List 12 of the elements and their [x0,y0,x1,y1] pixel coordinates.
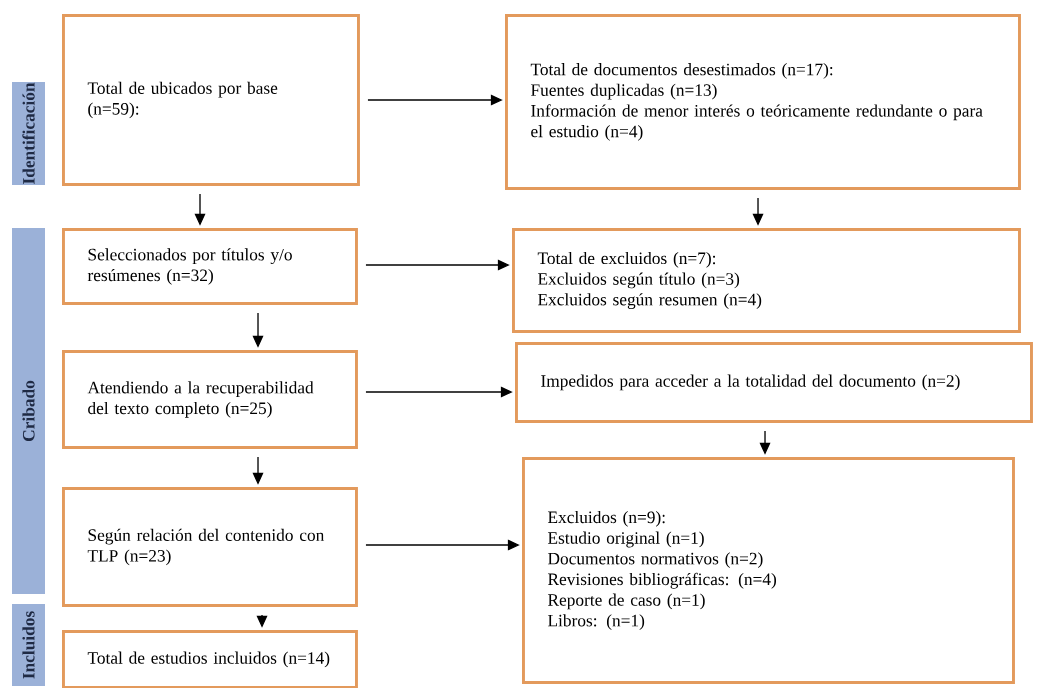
stage-band: Cribado [12,228,45,594]
process-box: Impedidos para acceder a la totalidad del documento (n=2) [515,342,1033,423]
process-box: Seleccionados por títulos y/o resúmenes (n=32) [62,228,358,305]
process-box: Según relación del contenido con TLP (n=23) [62,487,358,607]
process-box: Total de excluidos (n=7): Excluidos según título (n=3) Excluidos según resumen (n=4) [512,228,1021,333]
process-box: Total de documentos desestimados (n=17): Fuentes duplicadas (n=13) Información de menor interés o teóricamente redundante o para el estudio (n=4) [505,14,1021,190]
process-box: Excluidos (n=9): Estudio original (n=1) Documentos normativos (n=2) Revisiones bibliográficas: (n=4) Reporte de caso (n=1) Libros: (n=1) [522,457,1015,684]
process-box: Atendiendo a la recuperabilidad del texto completo (n=25) [62,350,358,449]
stage-band: Identificación [12,82,45,185]
process-box: Total de ubicados por base (n=59): [62,14,360,186]
stage-band: Incluidos [12,604,45,686]
process-box: Total de estudios incluidos (n=14) [62,630,358,688]
